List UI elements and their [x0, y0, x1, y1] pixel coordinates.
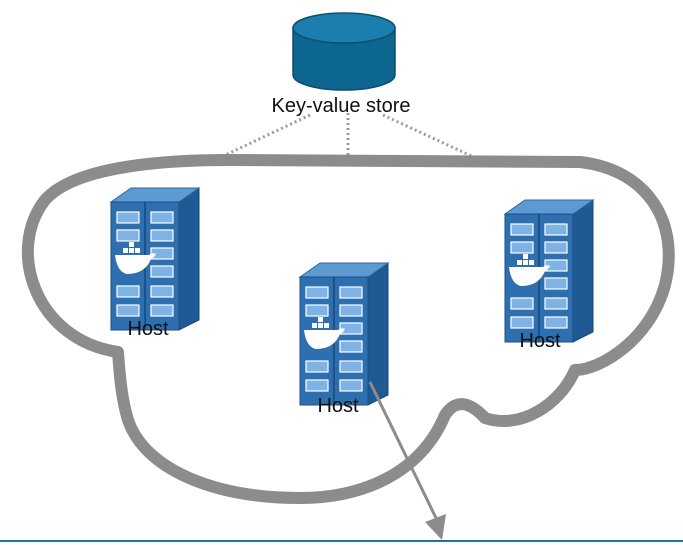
key-value-store-label: Key-value store	[272, 95, 411, 117]
outbound-arrow-head-icon	[425, 514, 446, 540]
bottom-border	[0, 540, 683, 542]
outbound-arrow-line	[368, 381, 438, 519]
key-value-store-icon	[292, 12, 396, 91]
host-left-icon	[110, 187, 200, 331]
host-center-label: Host	[317, 395, 359, 417]
host-left-label: Host	[127, 318, 169, 340]
host-right-label: Host	[519, 330, 561, 352]
host-right-icon	[504, 199, 594, 343]
host-center-icon	[299, 262, 389, 406]
connector-to-host-left	[144, 113, 311, 195]
